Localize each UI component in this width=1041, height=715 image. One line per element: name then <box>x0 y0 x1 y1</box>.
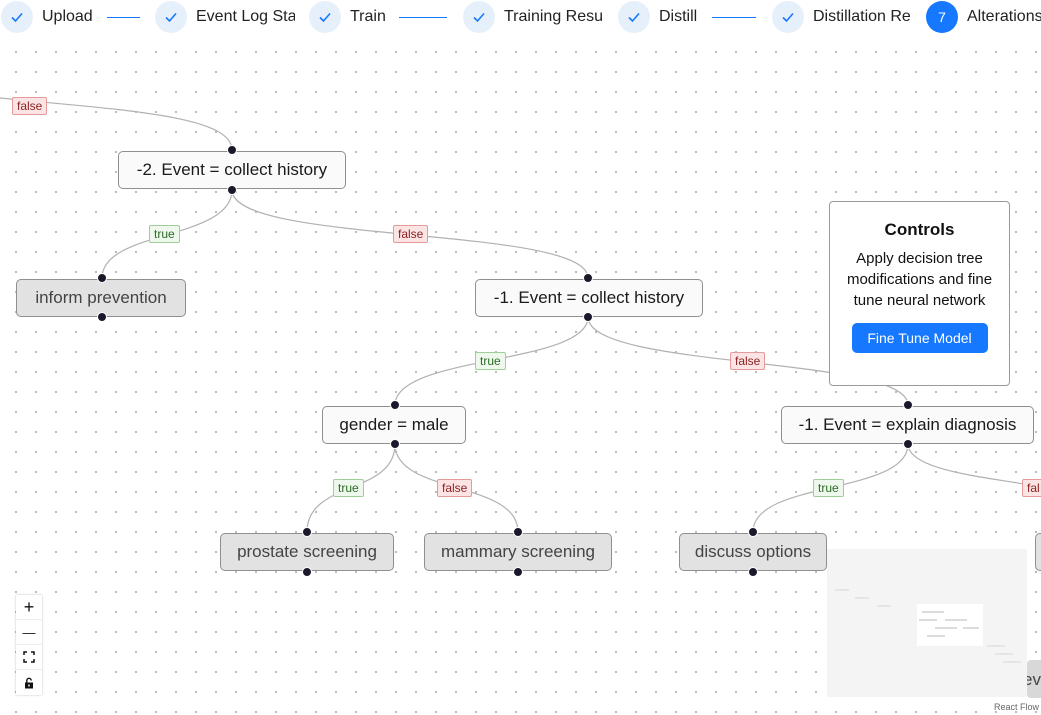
controls-description: Apply decision tree modifications and fi… <box>846 250 993 309</box>
minimap-node <box>1003 661 1021 663</box>
node-handle[interactable] <box>903 439 913 449</box>
zoom-controls: + — <box>16 595 42 695</box>
check-icon <box>772 1 804 33</box>
zoom-out-button[interactable]: — <box>16 620 42 645</box>
tree-node-leaf-partial[interactable]: eve <box>1027 660 1041 698</box>
node-handle[interactable] <box>302 527 312 537</box>
edge-label-true: true <box>333 479 364 497</box>
minimap-node <box>963 627 979 629</box>
node-label: inform prevention <box>35 288 167 307</box>
node-label: mammary screening <box>441 542 595 561</box>
zoom-in-button[interactable]: + <box>16 595 42 620</box>
node-handle[interactable] <box>583 273 593 283</box>
step-label: Event Log Stat <box>196 8 295 25</box>
react-flow-attribution[interactable]: React Flow <box>993 702 1039 712</box>
controls-panel: Controls Apply decision tree modificatio… <box>829 201 1010 386</box>
step-connector <box>399 17 447 18</box>
step-distillation-results[interactable]: Distillation Re <box>772 1 911 33</box>
step-alterations[interactable]: 7 Alterations <box>926 1 1041 33</box>
check-icon <box>1 1 33 33</box>
minimap-node <box>987 645 1005 647</box>
node-handle[interactable] <box>390 400 400 410</box>
plus-icon: + <box>23 596 35 617</box>
step-connector <box>712 17 756 18</box>
node-label: prostate screening <box>237 542 377 561</box>
step-label: Upload <box>42 8 93 25</box>
tree-node-leaf[interactable]: discuss options <box>679 533 827 571</box>
tree-node-decision[interactable]: -2. Event = collect history <box>118 151 346 189</box>
edge-label-true: true <box>475 352 506 370</box>
node-handle[interactable] <box>583 312 593 322</box>
step-label: Distill <box>659 8 698 25</box>
edge-label-false: fal <box>1022 479 1041 497</box>
minimap-node <box>877 605 891 607</box>
lock-button[interactable] <box>16 670 42 695</box>
step-number: 7 <box>926 1 958 33</box>
step-upload[interactable]: Upload <box>1 1 93 33</box>
step-label: Train <box>350 8 386 25</box>
lock-icon <box>25 677 33 688</box>
step-training-results[interactable]: Training Resul <box>463 1 602 33</box>
step-connector <box>107 17 140 18</box>
tree-node-decision[interactable]: -1. Event = collect history <box>475 279 703 317</box>
minimap-node <box>835 589 849 591</box>
node-handle[interactable] <box>302 567 312 577</box>
minimap-node <box>922 611 944 613</box>
minimap-node <box>919 619 937 621</box>
minimap-node <box>945 619 967 621</box>
step-distill[interactable]: Distill <box>618 1 697 33</box>
tree-node-leaf[interactable]: prostate screening <box>220 533 394 571</box>
node-handle[interactable] <box>97 312 107 322</box>
node-label: -1. Event = explain diagnosis <box>798 415 1017 434</box>
edge-label-false: false <box>393 225 429 243</box>
minimap-node <box>935 627 957 629</box>
minimap-node <box>855 597 869 599</box>
minimap-node <box>995 653 1013 655</box>
minus-icon: — <box>22 624 36 640</box>
step-train[interactable]: Train <box>309 1 386 33</box>
step-label: Training Resul <box>504 8 602 25</box>
step-label: Distillation Re <box>813 8 911 25</box>
fit-view-icon <box>23 651 35 663</box>
node-handle[interactable] <box>748 527 758 537</box>
node-handle[interactable] <box>748 567 758 577</box>
node-handle[interactable] <box>390 439 400 449</box>
step-label: Alterations <box>967 8 1041 25</box>
edge-label-false: false <box>437 479 473 497</box>
node-handle[interactable] <box>227 145 237 155</box>
node-handle[interactable] <box>97 273 107 283</box>
tree-node-leaf[interactable]: mammary screening <box>424 533 612 571</box>
tree-node-decision[interactable]: -1. Event = explain diagnosis <box>781 406 1034 444</box>
node-handle[interactable] <box>903 400 913 410</box>
edge-label-false: false <box>730 352 766 370</box>
fit-view-button[interactable] <box>16 645 42 670</box>
check-icon <box>155 1 187 33</box>
minimap-node <box>927 635 945 637</box>
fine-tune-model-button[interactable]: Fine Tune Model <box>851 323 988 353</box>
edge-label-false: false <box>12 97 48 115</box>
tree-node-leaf-partial[interactable] <box>1035 533 1041 571</box>
step-event-log-stats[interactable]: Event Log Stat <box>155 1 295 33</box>
stepper: Upload Event Log Stat Train Training Res… <box>0 0 1041 36</box>
check-icon <box>309 1 341 33</box>
edge-label-true: true <box>813 479 844 497</box>
node-handle[interactable] <box>227 185 237 195</box>
controls-title: Controls <box>884 220 955 239</box>
check-icon <box>463 1 495 33</box>
node-label: -2. Event = collect history <box>136 160 328 179</box>
node-label: -1. Event = collect history <box>493 288 685 307</box>
node-handle[interactable] <box>513 527 523 537</box>
node-label: discuss options <box>694 542 812 561</box>
node-label: gender = male <box>339 415 449 434</box>
minimap[interactable] <box>827 549 1027 697</box>
node-label: eve <box>1027 670 1041 689</box>
check-icon <box>618 1 650 33</box>
node-handle[interactable] <box>513 567 523 577</box>
edge-label-true: true <box>149 225 180 243</box>
